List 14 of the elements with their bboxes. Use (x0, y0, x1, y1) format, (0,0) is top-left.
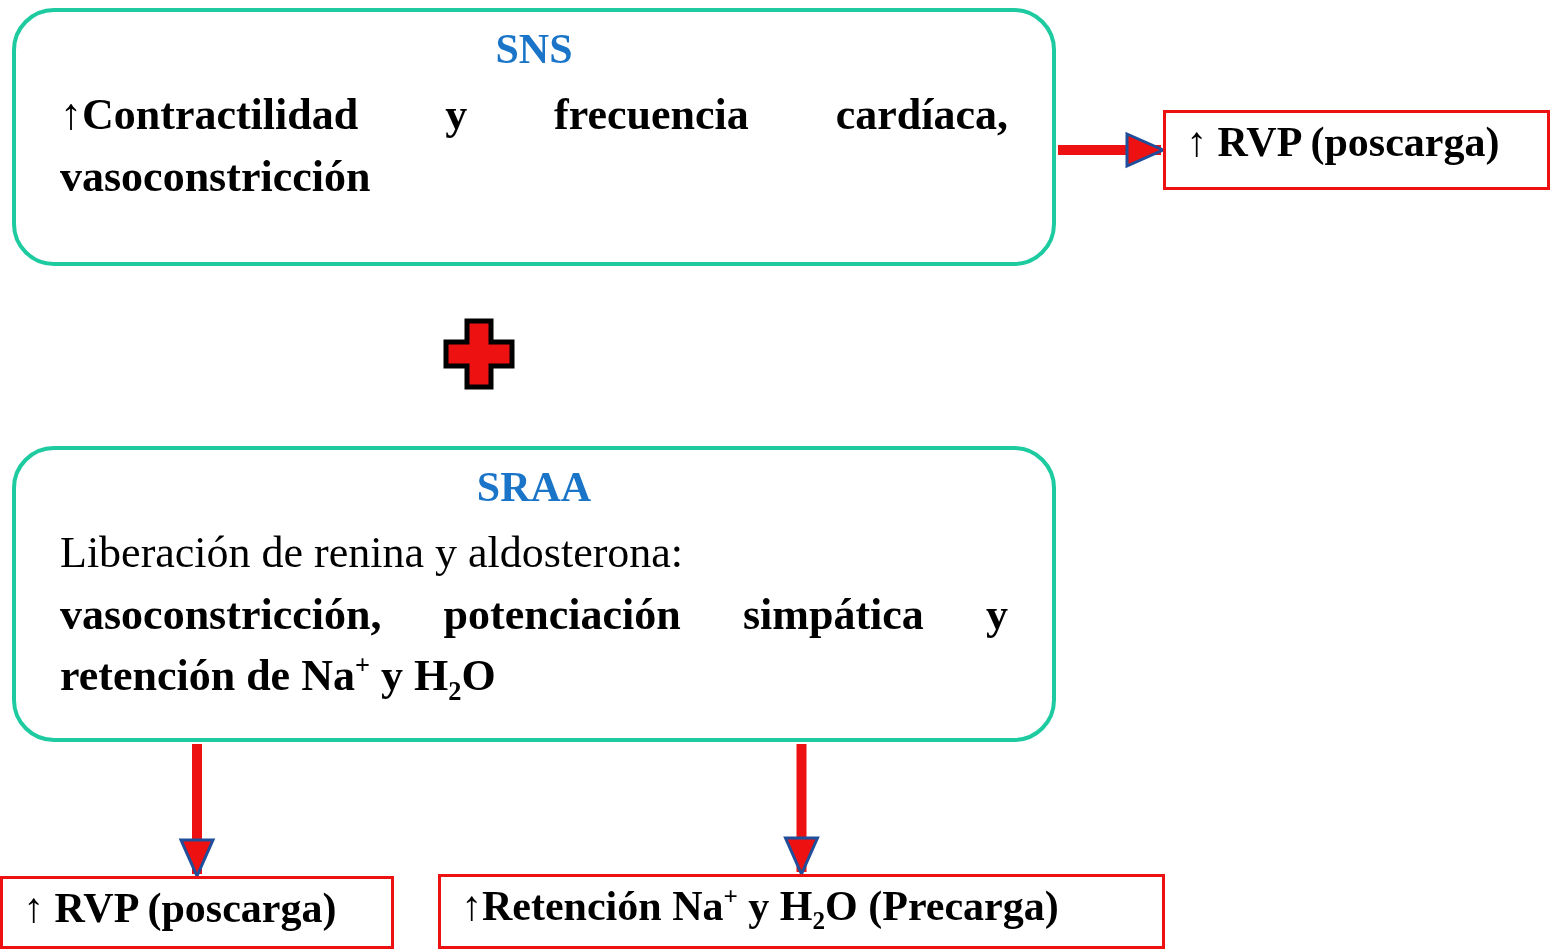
process-box (12, 8, 1056, 266)
arrow (179, 744, 215, 878)
arrow (1058, 132, 1165, 168)
process-box (12, 446, 1056, 742)
plus-icon (443, 318, 515, 390)
result-box: ↑Retención Na$^{+}$ y H$_{2}$O (Precarga) (438, 874, 1165, 949)
result-box: ↑ RVP (poscarga) (0, 876, 394, 949)
box-text: ↑Contractilidad y frecuencia cardíaca, vasoconstricción (60, 89, 1008, 203)
box-heading: SRAA (475, 464, 593, 511)
box-text: vasoconstricción, potenciación simpática y retención de Na$^{+}$ y H$_{2}$O (60, 588, 1008, 707)
arrow (784, 744, 819, 876)
result-box: ↑ RVP (poscarga) (1163, 110, 1550, 190)
box-heading: SNS (494, 26, 574, 73)
box-text: Liberación de renina y aldosterona: (60, 527, 685, 580)
